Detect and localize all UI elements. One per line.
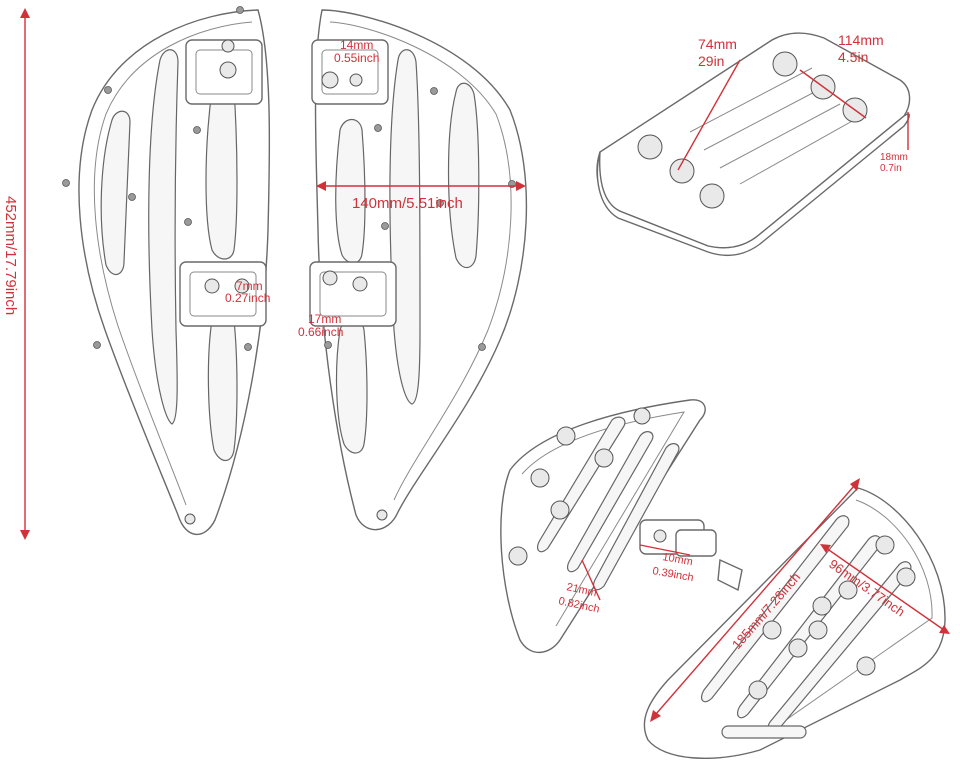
pad-width-in-label: 29in	[698, 53, 724, 69]
bracket-top-mm-label: 14mm	[340, 38, 373, 52]
right-upper-hinge	[311, 39, 389, 105]
right-slot-1	[447, 82, 480, 269]
left-floorboard	[62, 6, 271, 536]
pad-ridge-1	[689, 67, 813, 133]
rear-left-edge	[521, 411, 685, 627]
rear-right-heel-slot	[721, 725, 807, 739]
right-slot-4	[335, 318, 368, 454]
rear-left-slot-3	[592, 443, 680, 591]
footpeg-pad	[596, 32, 911, 256]
right-slot-2	[389, 49, 421, 405]
left-slot-2	[148, 49, 179, 425]
left-slot-4	[207, 308, 238, 462]
right-slot-3	[335, 118, 366, 264]
board-width-label: 140mm/5.51inch	[352, 195, 463, 212]
pad-length-line	[799, 69, 867, 119]
hinge-gap-in-label: 0.27inch	[225, 291, 270, 305]
mount-bracket	[639, 519, 743, 592]
rear-left-slot-2	[566, 431, 654, 573]
pad-stud-6	[699, 183, 725, 209]
rear-board-right	[643, 487, 946, 759]
left-board-edge	[93, 21, 253, 506]
bracket-top-in-label: 0.55inch	[334, 51, 379, 65]
left-slot-3	[205, 78, 238, 260]
rear-right-edge	[759, 499, 933, 739]
dimension-lines	[20, 8, 950, 722]
right-lower-hinge	[309, 261, 397, 327]
pad-thickness-mm-label: 18mm	[880, 152, 908, 163]
pad-thickness-in-label: 0.7in	[880, 163, 902, 174]
mount-depth-line	[581, 559, 601, 601]
hinge-height-in-label: 0.66inch	[298, 325, 343, 339]
right-floorboard	[309, 9, 528, 531]
left-upper-hinge	[185, 39, 263, 105]
hinge-gap-mm-label: 7mm	[236, 279, 263, 293]
left-slot-1	[100, 110, 131, 275]
pad-stud-4	[637, 134, 663, 160]
mount-gap-in-label: 0.39inch	[651, 565, 694, 584]
pad-length-in-label: 4.5in	[838, 49, 868, 65]
pad-stud-5	[669, 158, 695, 184]
rear-width-line	[825, 547, 945, 631]
pad-width-mm-label: 74mm	[698, 36, 737, 52]
overall-length-label: 452mm/17.79inch	[2, 196, 19, 315]
right-board-edge	[329, 21, 512, 501]
pad-length-mm-label: 114mm	[838, 32, 884, 48]
pad-width-line	[677, 59, 741, 171]
hinge-height-mm-label: 17mm	[308, 312, 341, 326]
rear-board-left	[500, 399, 706, 654]
mount-gap-mm-label: 10mm	[661, 551, 693, 568]
pad-stud-1	[772, 51, 798, 77]
left-lower-hinge	[179, 261, 267, 327]
pad-ridge-3	[719, 103, 841, 169]
mount-gap-line	[639, 544, 691, 556]
rear-right-slot-1	[700, 515, 850, 703]
pad-side-face	[596, 113, 910, 256]
pad-ridge-4	[739, 119, 855, 185]
pad-ridge-2	[703, 85, 827, 151]
rear-length-line	[655, 485, 855, 715]
rear-left-outline	[500, 399, 706, 654]
